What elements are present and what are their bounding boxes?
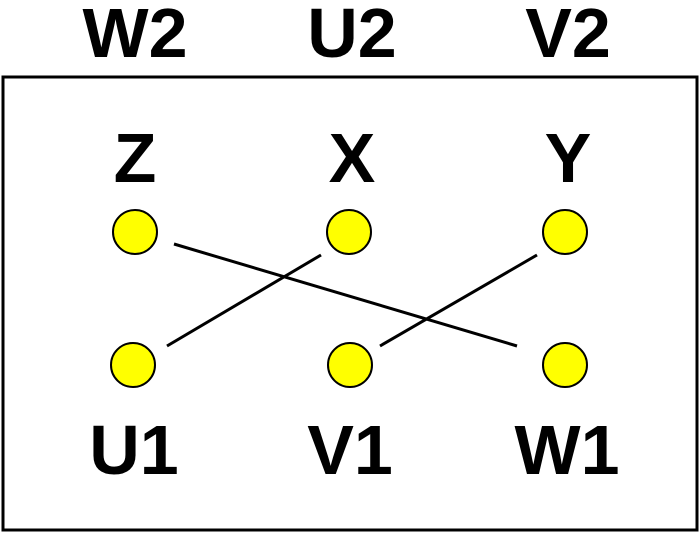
terminal-w1: [542, 342, 588, 388]
terminal-label-w1: W1: [515, 411, 620, 489]
terminal-label-z: Z: [114, 119, 157, 197]
outer-label-v2: V2: [525, 0, 611, 72]
wire-z-w1: [173, 242, 518, 348]
wire-x-u1: [166, 253, 322, 348]
terminal-z: [112, 209, 158, 255]
wire-y-v1: [379, 253, 538, 348]
terminal-box-frame: [1, 75, 699, 532]
terminal-label-y: Y: [545, 119, 592, 197]
terminal-label-v1: V1: [307, 411, 393, 489]
terminal-label-u1: U1: [89, 411, 178, 489]
terminal-label-x: X: [329, 119, 376, 197]
outer-label-w2: W2: [83, 0, 188, 72]
terminal-x: [326, 209, 372, 255]
terminal-v1: [327, 342, 373, 388]
terminal-u1: [110, 342, 156, 388]
terminal-y: [542, 209, 588, 255]
outer-label-u2: U2: [307, 0, 396, 72]
